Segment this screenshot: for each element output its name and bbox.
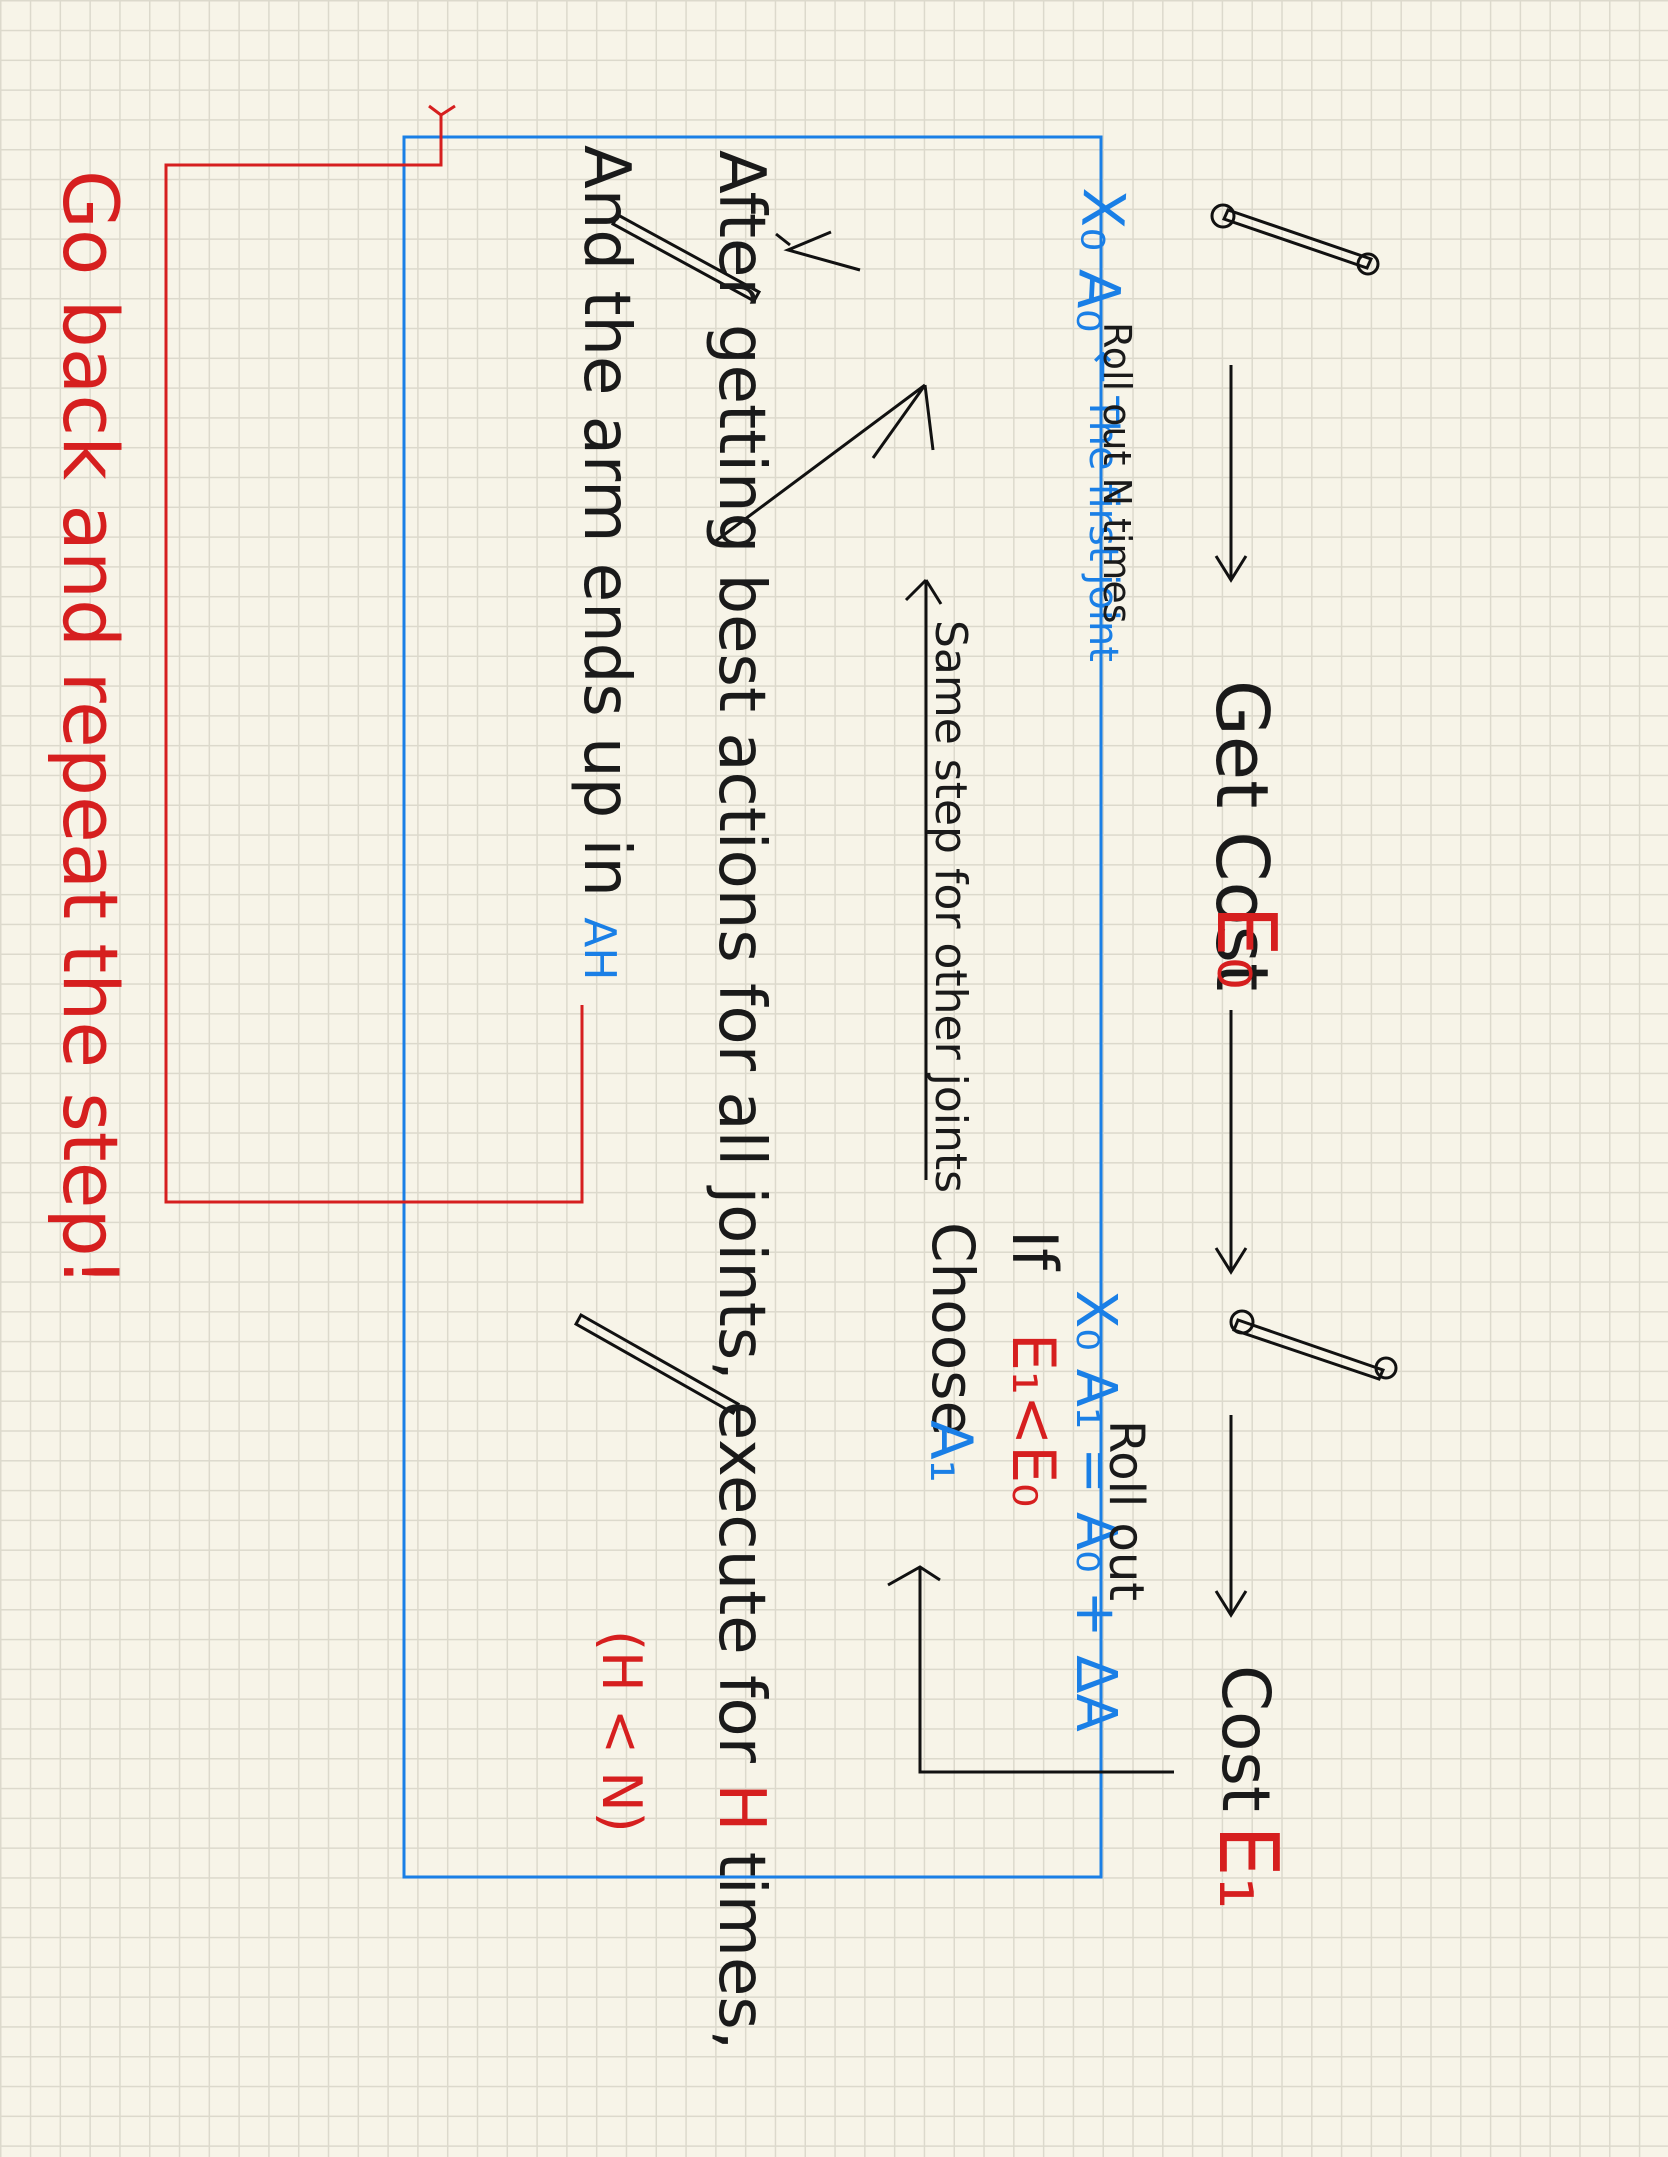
arm-right-link-lower (573, 1312, 741, 1416)
choose-a1: A₁ (917, 1420, 985, 1483)
roll-out-n-times-label: Roll out N times (1095, 322, 1139, 624)
times-label: times, (704, 1851, 778, 2051)
arm-right-tip (1374, 1356, 1398, 1380)
sentence-arm-ends: And the arm ends up in AH (569, 145, 643, 981)
same-step-label: Same step for other joints (925, 620, 976, 1194)
sentence-arm-ends-text: And the arm ends up in (569, 145, 643, 897)
red-loop-line (164, 113, 584, 1204)
arm-left-tip (1356, 252, 1380, 276)
arm-left-joint (1210, 203, 1236, 229)
if-condition: E₁<E₀ (998, 1333, 1068, 1508)
cost-e1: E₁ (1200, 1825, 1295, 1910)
h-symbol: H (704, 1783, 778, 1832)
cost-label: Cost (1207, 1665, 1284, 1812)
sentence-after-getting-text: After getting best actions for all joint… (704, 150, 778, 1763)
arrow-to-right-arm (1214, 1010, 1248, 1275)
go-back-label: Go back and repeat the step! (46, 170, 135, 1288)
arrow-roll-out (1214, 1415, 1248, 1618)
arm-right (573, 1309, 1398, 1416)
a-h-symbol: AH (574, 917, 625, 981)
sentence-after-getting: After getting best actions for all joint… (704, 150, 778, 2050)
arm-right-link-upper (1232, 1318, 1386, 1381)
roll-out-label: Roll out (1098, 1420, 1154, 1602)
arm-left (610, 203, 1380, 304)
cost-e0: E₀ (1198, 905, 1293, 990)
if-label: If (998, 1230, 1071, 1271)
arrow-roll-n (1214, 365, 1248, 583)
arm-left-link-upper (1221, 208, 1374, 270)
arm-left-link-lower (610, 212, 762, 304)
arrow-small-check (775, 230, 861, 272)
arrow-diagonal (712, 383, 935, 545)
choose-label: Choose (919, 1222, 987, 1437)
red-loop-arrowhead (428, 104, 456, 117)
arm-right-joint (1229, 1309, 1255, 1335)
arrow-return (887, 1565, 1174, 1774)
h-less-than-n: (H < N) (590, 1630, 653, 1833)
state-x0-a0: X₀ A₀ (1062, 186, 1138, 335)
arrow-same-step (904, 578, 943, 1180)
blue-frame (402, 135, 1103, 1879)
